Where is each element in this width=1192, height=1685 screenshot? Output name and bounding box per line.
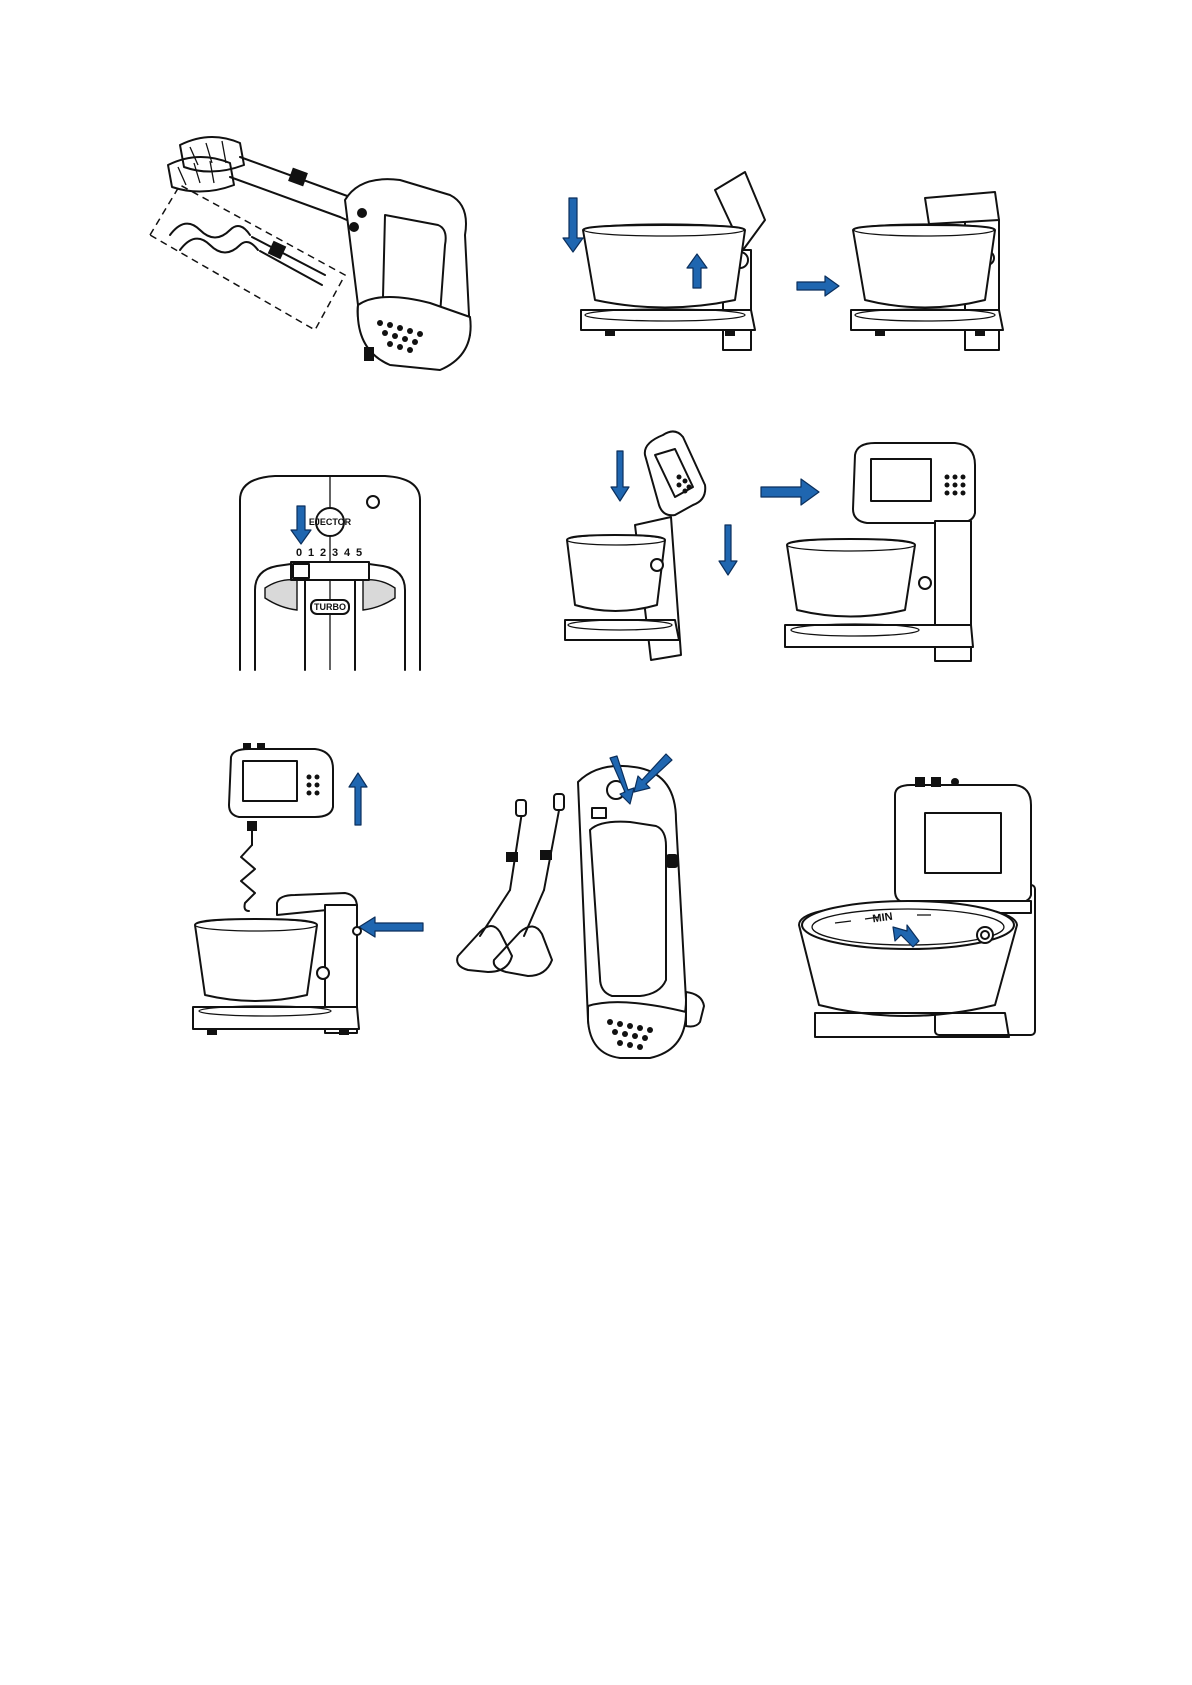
- hand-mixer-upright: [578, 766, 704, 1058]
- hand-mixer-lifted: [229, 743, 333, 911]
- speed-mark-5: 5: [356, 547, 362, 559]
- stand-with-bowl-before: [581, 172, 765, 350]
- speed-scale: 0 1 2 3 4 5: [296, 547, 362, 559]
- speed-mark-0: 0: [296, 547, 302, 559]
- stand-with-bowl-after: [851, 192, 1003, 350]
- stand-mixer-assembled: [785, 443, 975, 661]
- arrow-down-icon: [719, 525, 737, 575]
- dough-hook-attachments: [150, 185, 345, 330]
- arrow-down-icon: [611, 451, 629, 501]
- fig-mount-mixer-on-stand: [575, 425, 995, 680]
- speed-mark-1: 1: [308, 547, 314, 559]
- fig-bowl-min-mark: MIN: [795, 775, 1045, 1055]
- ejector-label: EJECTOR: [309, 517, 352, 527]
- fig-control-panel: EJECTOR 0 1 2 3 4 5 TURBO: [235, 470, 425, 670]
- speed-mark-2: 2: [320, 547, 326, 559]
- fig-bowl-stand-attach: [575, 160, 1045, 360]
- speed-mark-4: 4: [344, 547, 351, 559]
- stand-with-bowl: [193, 893, 361, 1035]
- air-vent-icon: [945, 475, 966, 496]
- arrow-down-icon: [563, 198, 583, 252]
- speed-mark-3: 3: [332, 547, 338, 559]
- beater-attachments: [168, 137, 368, 225]
- arrow-left-icon: [359, 917, 423, 937]
- hand-mixer-body: [345, 179, 471, 370]
- fig-hand-mixer-attachments: [140, 125, 510, 385]
- arrow-right-icon: [797, 276, 839, 296]
- arrow-right-icon: [761, 479, 819, 505]
- fig-remove-mixer-from-stand: [185, 745, 425, 1055]
- stand-mixer-with-bowl: MIN: [799, 777, 1035, 1037]
- beater-attachments: [457, 794, 564, 976]
- fig-eject-beaters: [440, 760, 740, 1060]
- turbo-label: TURBO: [314, 602, 346, 612]
- arrow-up-icon: [349, 773, 367, 825]
- mixer-tilted-on-stand: [565, 431, 705, 660]
